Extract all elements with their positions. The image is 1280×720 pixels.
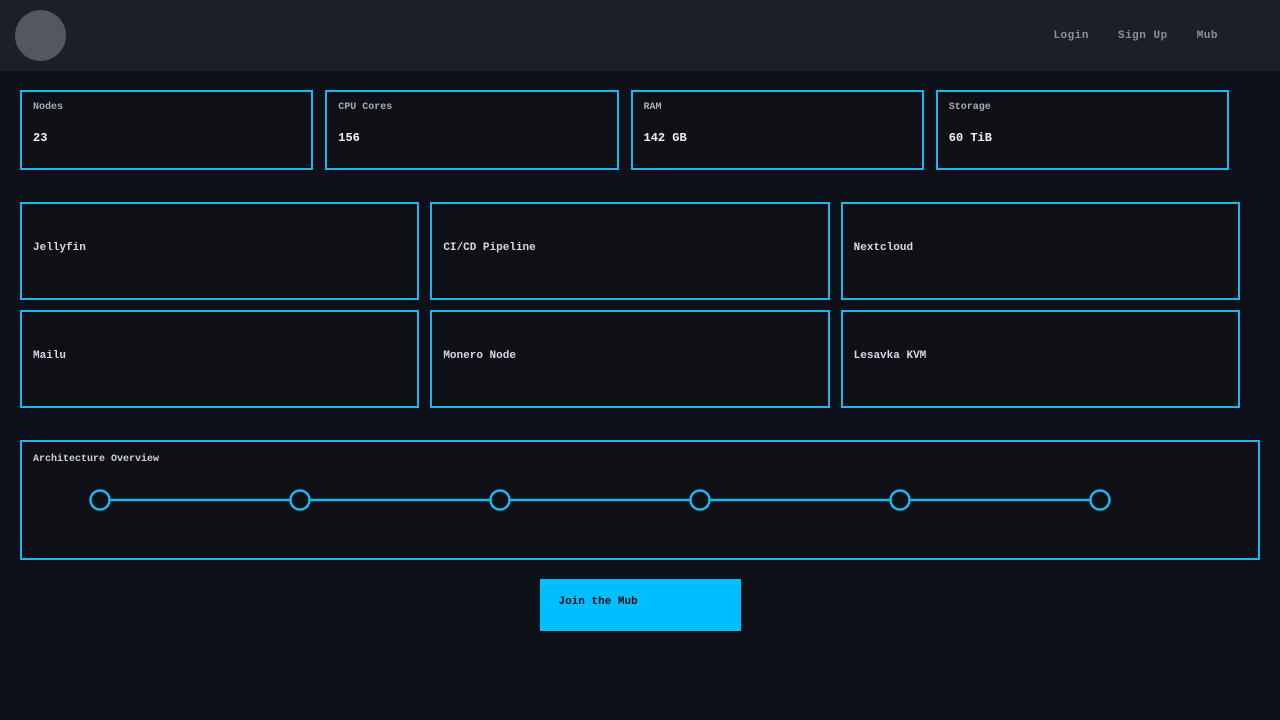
stat-label: RAM: [643, 102, 662, 113]
stat-value: 60 TiB: [948, 131, 992, 145]
stats-row: Nodes 23 CPU Cores 156 RAM 142 GB Storag…: [20, 90, 1229, 170]
stat-value: 156: [338, 131, 360, 145]
service-name: Lesavka KVM: [853, 350, 927, 362]
architecture-node-icon: [289, 489, 311, 511]
cta-container: Join the Mub: [0, 579, 1280, 631]
service-name: Mailu: [33, 350, 67, 362]
stat-card-cpu-cores: CPU Cores 156: [325, 90, 619, 170]
stat-value: 23: [33, 131, 48, 145]
architecture-diagram: [89, 489, 1111, 511]
stat-value: 142 GB: [643, 131, 687, 145]
nav-mub[interactable]: Mub: [1196, 29, 1218, 42]
architecture-overview-panel: Architecture Overview: [20, 440, 1260, 560]
logo-avatar[interactable]: [15, 10, 66, 61]
stat-card-storage: Storage 60 TiB: [935, 90, 1229, 170]
top-bar: Login Sign Up Mub: [0, 0, 1280, 71]
stat-card-ram: RAM 142 GB: [630, 90, 924, 170]
service-card-jellyfin[interactable]: Jellyfin: [20, 202, 420, 300]
main-nav: Login Sign Up Mub: [1053, 30, 1218, 42]
architecture-node-icon: [89, 489, 111, 511]
architecture-title: Architecture Overview: [33, 454, 160, 465]
service-card-mailu[interactable]: Mailu: [20, 310, 420, 408]
nav-signup[interactable]: Sign Up: [1117, 29, 1168, 42]
nav-login[interactable]: Login: [1053, 29, 1089, 42]
service-name: CI/CD Pipeline: [443, 242, 536, 254]
stat-label: CPU Cores: [338, 102, 393, 113]
service-name: Nextcloud: [853, 242, 914, 254]
service-name: Jellyfin: [33, 242, 86, 254]
stat-card-nodes: Nodes 23: [20, 90, 314, 170]
stat-label: Nodes: [33, 102, 64, 113]
service-card-cicd-pipeline[interactable]: CI/CD Pipeline: [430, 202, 830, 300]
service-card-monero-node[interactable]: Monero Node: [430, 310, 830, 408]
service-card-lesavka-kvm[interactable]: Lesavka KVM: [840, 310, 1240, 408]
service-name: Monero Node: [443, 350, 516, 362]
architecture-node-icon: [489, 489, 511, 511]
join-button[interactable]: Join the Mub: [539, 579, 741, 631]
stat-label: Storage: [948, 102, 991, 113]
architecture-node-icon: [689, 489, 711, 511]
services-grid: Jellyfin CI/CD Pipeline Nextcloud Mailu …: [20, 202, 1240, 408]
architecture-node-icon: [1089, 489, 1111, 511]
architecture-node-icon: [889, 489, 911, 511]
service-card-nextcloud[interactable]: Nextcloud: [840, 202, 1240, 300]
